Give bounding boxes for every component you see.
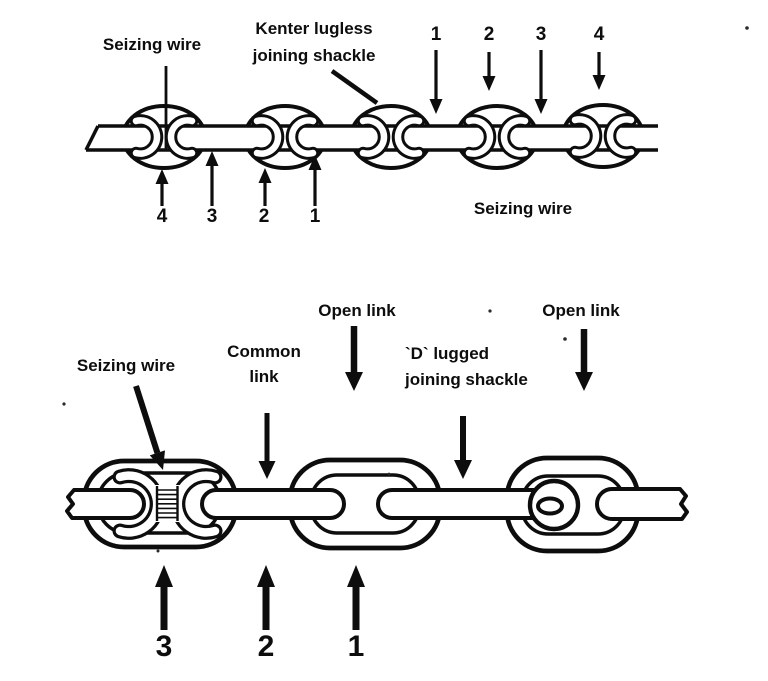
annotation-number-1: 1: [347, 630, 365, 663]
annotation-number-top-4: 4: [593, 24, 605, 45]
annotation-number-2: 2: [257, 630, 275, 663]
bottom-chain-bars: [65, 487, 689, 521]
seizing-wire-arrow: [133, 385, 165, 470]
open-link-left-arrow: [345, 326, 363, 391]
label-common-link-line1: Common: [227, 342, 301, 361]
common-link-arrow: [258, 413, 276, 479]
bar-into-shackle: [376, 488, 537, 520]
arrow-up-number-1: [347, 565, 365, 630]
arrow-down-4: [592, 52, 606, 90]
bar-broken-left: [65, 488, 146, 520]
cut-end-left: [84, 125, 100, 151]
label-d-shackle-line1: `D` lugged: [405, 344, 490, 363]
arrow-up-number-2: [257, 565, 275, 630]
label-kenter-shackle-line1: Kenter lugless: [255, 19, 373, 38]
stud-link-end-brackets: [129, 113, 638, 160]
annotation-number-bottom-1: 1: [309, 206, 321, 227]
arrow-up-2: [258, 168, 272, 206]
annotation-number-top-1: 1: [430, 24, 442, 45]
annotation-number-top-2: 2: [483, 24, 495, 45]
arrow-up-number-3: [155, 565, 173, 630]
top-figure-arrows-down: [429, 50, 606, 114]
pin-hole: [536, 496, 564, 516]
label-seizing-wire-bottom: Seizing wire: [76, 356, 176, 375]
annotation-number-3: 3: [155, 630, 173, 663]
annotation-number-bottom-3: 3: [206, 206, 218, 227]
bar-broken-right: [595, 487, 689, 521]
top-chain-illustration: [84, 50, 658, 206]
arrow-down-1: [429, 50, 443, 114]
arrow-up-4: [155, 169, 169, 206]
label-seizing-wire-top-right: Seizing wire: [473, 199, 573, 218]
annotation-number-bottom-2: 2: [258, 206, 270, 227]
bottom-figure-label-arrows: [133, 326, 593, 479]
label-open-link-right: Open link: [542, 301, 620, 320]
label-kenter-shackle-line2: joining shackle: [252, 46, 376, 65]
ink-specks: [62, 26, 749, 553]
d-shackle-arrow: [454, 416, 472, 479]
label-common-link-line2: link: [249, 367, 279, 386]
label-seizing-wire-top: Seizing wire: [102, 35, 202, 54]
bar-common-link: [200, 488, 346, 520]
arrow-up-3: [205, 151, 219, 206]
kenter-shackle-leader-line: [330, 69, 379, 105]
seizing-wire-lashing: [155, 485, 180, 522]
arrow-down-2: [482, 52, 496, 91]
bottom-figure-number-arrows: [155, 565, 365, 630]
bottom-chain-illustration: [65, 326, 689, 630]
annotation-number-top-3: 3: [535, 24, 547, 45]
label-d-shackle-line2: joining shackle: [405, 370, 528, 389]
arrow-up-1: [308, 155, 322, 206]
d-shackle-pin-boss: [527, 478, 581, 532]
open-link-right-arrow: [575, 329, 593, 391]
label-open-link-left: Open link: [318, 301, 396, 320]
arrow-down-3: [534, 50, 548, 114]
top-figure-arrows-up: [155, 151, 322, 206]
annotation-number-bottom-4: 4: [156, 206, 168, 227]
